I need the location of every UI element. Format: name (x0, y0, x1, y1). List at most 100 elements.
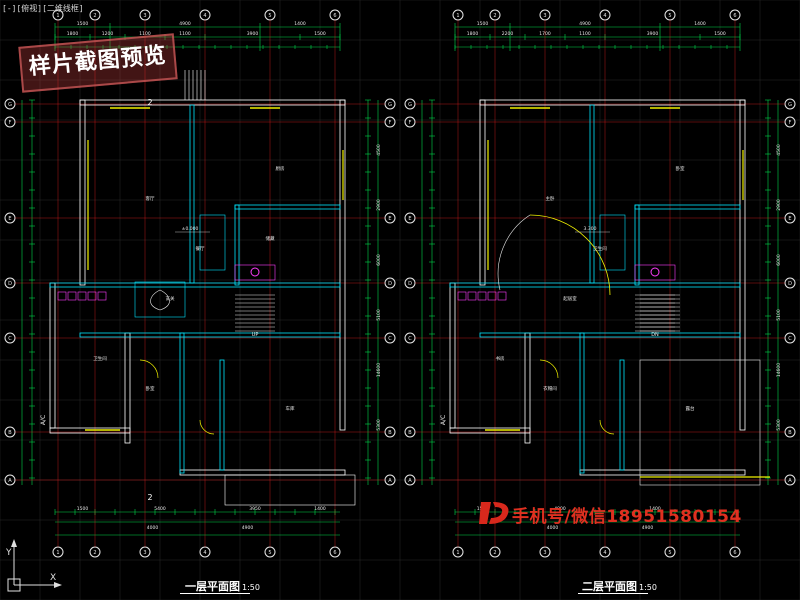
axis-label: B (8, 430, 12, 436)
bottom-dimension-text: 4900 (642, 525, 654, 531)
ucs-x-label: X (50, 573, 56, 583)
interior-wall (124, 332, 131, 444)
bottom-dimension-text: 5400 (154, 506, 166, 512)
bottom-dimension-text: 4000 (547, 525, 559, 531)
axis-label: 3 (143, 13, 146, 19)
ac-label: A/C (440, 415, 447, 425)
axis-label: 2 (93, 13, 96, 19)
kitchen-counter (634, 264, 676, 281)
top-dimension-text: 1800 (67, 31, 79, 37)
bottom-dimension-text: 4900 (554, 506, 566, 512)
left-plan-walls (49, 99, 346, 476)
interior-wall (579, 332, 585, 474)
plan-scale: 1:50 (639, 583, 657, 592)
sink-fixture (650, 267, 660, 277)
sanitary-fixture (87, 291, 97, 301)
stair-direction: DN (651, 332, 659, 338)
interior-wall (79, 332, 341, 338)
axis-label: 1 (56, 550, 59, 556)
axis-label: D (788, 281, 792, 287)
interior-wall (589, 104, 595, 284)
side-dimension-text: 4500 (376, 144, 382, 156)
viewport-controls-label[interactable]: [-][俯视][二维线框] (2, 4, 84, 13)
axis-label: 3 (143, 550, 146, 556)
room-label: 客厅 (146, 195, 155, 202)
stair-direction: UP (252, 332, 259, 338)
axis-label: 2 (493, 550, 496, 556)
room-label: 储藏 (266, 235, 275, 242)
curved-wall (497, 214, 531, 291)
interior-wall (619, 359, 625, 471)
axis-label: 4 (203, 550, 206, 556)
room-label: 餐厅 (196, 245, 205, 252)
axis-label: 1 (56, 13, 59, 19)
second-floor-plan[interactable]: 1500490014001800220017001100390015001500… (404, 9, 796, 558)
exterior-wall (339, 99, 346, 431)
brand-logo-icon (479, 502, 509, 524)
room-label: 卫生间 (593, 245, 607, 252)
sanitary-fixture (487, 291, 497, 301)
side-dimension-text: 14600 (376, 363, 382, 377)
plan-title-text: 一层平面图 (185, 580, 240, 593)
room-label: 起居室 (563, 295, 577, 302)
axis-label: 4 (603, 13, 606, 19)
interior-wall (179, 332, 185, 474)
sanitary-fixture (467, 291, 477, 301)
interior-wall (449, 282, 741, 288)
axis-label: A (8, 478, 12, 484)
plant-symbol (150, 289, 170, 311)
sink-fixture (250, 267, 260, 277)
top-dimension-text: 1100 (179, 31, 191, 37)
sanitary-fixture (67, 291, 77, 301)
side-dimension-text: 5100 (776, 309, 782, 321)
axis-label: G (8, 102, 12, 108)
sanitary-fixture (477, 291, 487, 301)
bottom-dimension-text: 4900 (242, 525, 254, 531)
axis-label: 6 (733, 13, 736, 19)
axis-label: F (409, 120, 412, 126)
axis-label: 1 (456, 550, 459, 556)
garage-apron (224, 474, 356, 506)
contact-watermark: 手机号/微信18951580154 (512, 507, 742, 527)
top-dimension-text: 3900 (647, 31, 659, 37)
right-plan-fixtures: DN (457, 214, 770, 486)
axis-label: B (408, 430, 412, 436)
room-label: 卧室 (676, 165, 685, 172)
axis-label: 3 (543, 13, 546, 19)
planter (134, 281, 186, 318)
axis-label: E (408, 216, 411, 222)
axis-label: A (408, 478, 412, 484)
side-dimension-text: 4500 (776, 144, 782, 156)
axis-label: F (389, 120, 392, 126)
top-dimension-text: 1500 (477, 21, 489, 27)
axis-label: A (788, 478, 792, 484)
axis-label: 6 (333, 550, 336, 556)
axis-label: C (8, 336, 12, 342)
ucs-y-label: Y (5, 548, 12, 558)
top-dimension-text: 1200 (102, 31, 114, 37)
axis-label: 5 (668, 13, 671, 19)
room-label: 书房 (496, 355, 505, 362)
axis-label: 6 (333, 13, 336, 19)
axis-label: B (788, 430, 792, 436)
exterior-wall (479, 99, 486, 286)
axis-label: C (408, 336, 412, 342)
level-mark: 3.300 (584, 226, 597, 232)
door-swing (139, 359, 159, 379)
axis-label: 5 (268, 550, 271, 556)
axis-label: C (788, 336, 792, 342)
door-swing (599, 419, 615, 435)
exterior-wall (739, 99, 746, 431)
side-dimension-text: 6000 (776, 254, 782, 266)
ucs-axis-icon[interactable]: Y X (0, 533, 66, 599)
room-label: 露台 (686, 405, 695, 412)
axis-label: C (388, 336, 392, 342)
top-dimension-text: 1400 (294, 21, 306, 27)
sanitary-fixture (57, 291, 67, 301)
interior-wall (634, 204, 640, 286)
